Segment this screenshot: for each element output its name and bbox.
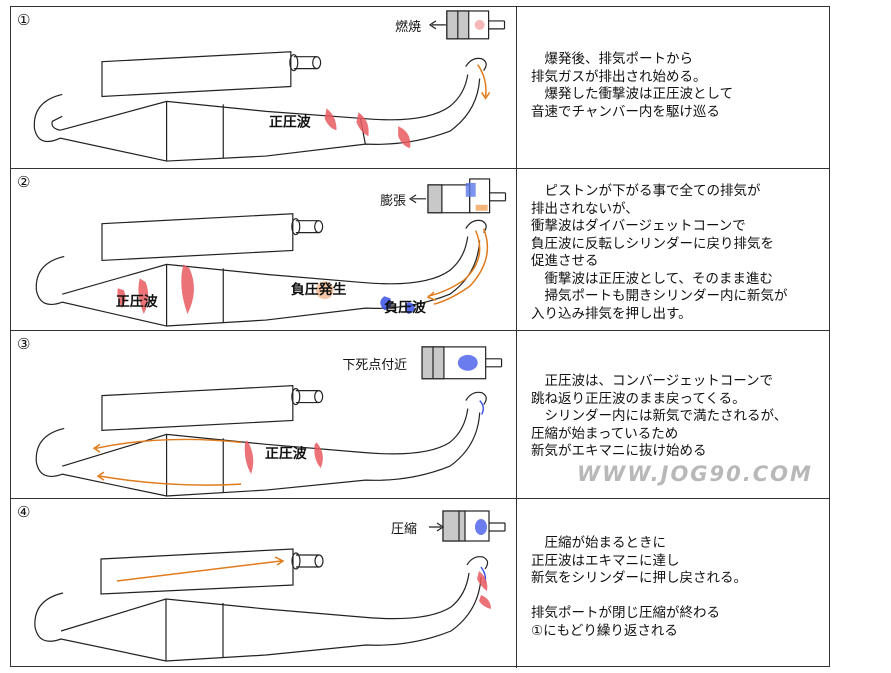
- fresh-charge-icon: [457, 354, 478, 371]
- positive-wave-icon: [244, 440, 254, 475]
- wave-label: 負圧波: [384, 299, 426, 316]
- panel-2: ②: [11, 169, 829, 331]
- positive-wave-icon: [477, 571, 488, 591]
- engine-cylinder: [446, 10, 506, 40]
- wave-label: 正圧波: [265, 445, 307, 462]
- negative-wave-icon: [380, 296, 392, 311]
- panel-1-diagram: ①: [11, 7, 517, 168]
- positive-wave-icon: [138, 278, 149, 315]
- panel-2-diagram: ②: [11, 169, 517, 330]
- watermark: WWW.JOG90.COM: [577, 462, 813, 486]
- panel-4-description: 圧縮が始まるときに 正圧波はエキマニに達し 新気をシリンダーに押し戻される。 排…: [531, 535, 747, 639]
- positive-wave-icon: [117, 288, 126, 309]
- negative-pressure-spot: [315, 281, 334, 300]
- panel-1: ①: [11, 7, 829, 169]
- panel-3-number: ③: [17, 335, 31, 353]
- fresh-charge-icon: [475, 519, 487, 535]
- positive-wave-icon: [398, 126, 411, 149]
- panel-4-number: ④: [17, 503, 31, 521]
- panel-3-description: 正圧波は、コンバージェットコーンで 跳ね返り正圧波のまま戻ってくる。 シリンダー…: [531, 373, 788, 459]
- panel-4: ④: [11, 499, 829, 668]
- engine-arrow-icon: [428, 20, 446, 30]
- flow-arrow-icon: [477, 64, 487, 97]
- panel-4-diagram: ④: [11, 499, 517, 668]
- positive-wave-icon: [324, 108, 337, 131]
- engine-label: 燃焼: [395, 19, 421, 35]
- positive-wave-icon: [314, 442, 323, 469]
- diagram-table: ①: [10, 6, 830, 668]
- panel-1-number: ①: [17, 11, 31, 29]
- panel-3-diagram: ③: [11, 331, 517, 498]
- engine-arrow-icon: [429, 522, 445, 532]
- flow-arrow-icon: [433, 228, 489, 305]
- flow-arrow-icon: [479, 400, 484, 415]
- panel-2-number: ②: [17, 173, 31, 191]
- wave-label: 正圧波: [269, 113, 311, 130]
- panel-2-description: ピストンが下がる事で全ての排気が 排出されないが、 衝撃波はダイバージェットコー…: [531, 183, 788, 322]
- flow-arrow-icon: [116, 556, 285, 582]
- chamber-diagram-3: 下死点付近 正圧波: [35, 346, 503, 497]
- chamber-diagram-2: 膨張 正圧波 負圧発生 負圧波: [35, 178, 507, 327]
- chamber-outline: [33, 51, 487, 162]
- engine-label: 下死点付近: [343, 358, 408, 373]
- chamber-diagram-1: 燃焼 正圧波: [33, 10, 506, 162]
- negative-wave-icon: [405, 302, 415, 315]
- positive-wave-icon: [356, 112, 369, 137]
- engine-label: 圧縮: [391, 521, 417, 537]
- wave-label: 負圧発生: [291, 281, 347, 298]
- flow-arrow-icon: [427, 230, 481, 297]
- panel-3: ③: [11, 331, 829, 499]
- flow-arrow-icon: [92, 438, 242, 453]
- positive-wave-icon: [181, 264, 194, 315]
- chamber-diagram-4: 圧縮: [34, 510, 506, 662]
- combustion-spark-icon: [474, 19, 485, 30]
- engine-label: 膨張: [380, 194, 406, 209]
- panel-1-description: 爆発後、排気ポートから 排気ガスが排出され始める。 爆発した衝撃波は正圧波として…: [531, 51, 734, 120]
- flow-arrow-icon: [96, 471, 242, 486]
- wave-label: 正圧波: [116, 293, 158, 310]
- positive-wave-icon: [479, 595, 491, 609]
- engine-arrow-icon: [409, 194, 426, 204]
